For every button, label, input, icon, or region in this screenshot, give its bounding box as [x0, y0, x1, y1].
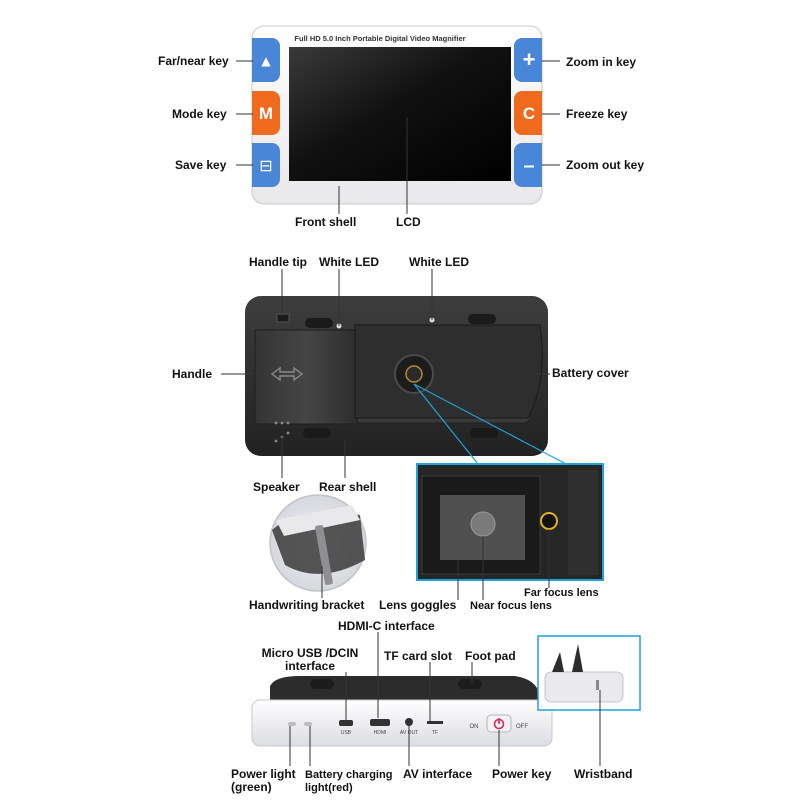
micro-usb-port: [339, 720, 353, 726]
device-model-text: Full HD 5.0 Inch Portable Digital Video …: [294, 34, 465, 43]
foot-pad-left: [305, 318, 333, 328]
av-interface-label: AV interface: [403, 767, 473, 781]
lens-detail-inset: [416, 463, 604, 581]
side-shell: [251, 699, 553, 747]
foot-pad-left-side: [310, 679, 334, 689]
zoom-out-key-glyph: –: [523, 155, 534, 177]
lcd-label: LCD: [396, 215, 421, 229]
zoom-in-key-glyph: +: [523, 47, 536, 72]
foot-pad-bottom-right: [470, 428, 498, 438]
off-label: OFF: [516, 724, 528, 730]
freeze-key: [514, 91, 542, 135]
battery-cover-label: Battery cover: [552, 366, 629, 380]
lcd-screen: [289, 47, 511, 181]
white-led-label-1: White LED: [319, 255, 379, 269]
handle-tip-label: Handle tip: [249, 255, 308, 269]
rear-shell-label: Rear shell: [319, 480, 377, 494]
near-focus-lens-label: Near focus lens: [470, 600, 552, 612]
far-focus-lens-label: Far focus lens: [524, 587, 599, 599]
side-device: USB HDMI AV OUT TF ON OFF: [251, 676, 553, 747]
power-key-label: Power key: [492, 767, 552, 781]
battery-charging-light-label-line1: Battery charging: [305, 769, 393, 781]
speaker-label: Speaker: [253, 480, 300, 494]
wristband-label: Wristband: [574, 767, 633, 781]
far-near-key-label: Far/near key: [158, 54, 229, 68]
power-light-label-line2: (green): [231, 780, 272, 794]
foot-pad-right: [468, 314, 496, 324]
speaker-icon: [274, 421, 290, 443]
tf-port-label: TF: [432, 730, 438, 736]
save-key: [252, 143, 280, 187]
power-light-label-line1: Power light: [231, 767, 296, 781]
av-port: [405, 718, 413, 726]
side-rear-body: [270, 676, 540, 700]
power-light: [288, 722, 296, 726]
handwriting-bracket: [315, 525, 333, 585]
battery-charging-light-label-line2: light(red): [305, 782, 353, 794]
zoom-connector: [413, 383, 567, 465]
front-device: ▲ M ⊟ + C – Full HD 5.0 Inch Portable Di…: [251, 25, 543, 205]
save-key-label: Save key: [175, 158, 227, 172]
freeze-key-label: Freeze key: [566, 107, 628, 121]
zoom-in-key: [514, 38, 542, 82]
handle-label: Handle: [172, 367, 213, 381]
micro-usb-dcin-label-line1: Micro USB /DCIN: [261, 646, 359, 660]
power-light-label: Power light (green): [231, 768, 296, 794]
tf-card-slot-label: TF card slot: [384, 649, 453, 663]
handle: [254, 329, 358, 425]
mode-key-label: Mode key: [172, 107, 227, 121]
wristband-loop: [596, 680, 599, 690]
mode-key: [252, 91, 280, 135]
handle-tip: [276, 313, 290, 323]
side-leader-lines: [289, 632, 601, 766]
far-near-key-glyph: ▲: [261, 54, 271, 68]
hdmi-port-label: HDMI: [374, 730, 387, 736]
rear-leader-lines: [221, 269, 550, 478]
on-label: ON: [470, 724, 479, 730]
white-led-label-2: White LED: [409, 255, 469, 269]
mode-key-glyph: M: [259, 104, 273, 123]
zoom-out-key: [514, 143, 542, 187]
wristband-detail: [537, 635, 641, 711]
zoom-in-key-label: Zoom in key: [566, 55, 637, 69]
far-focus-lens: [540, 512, 558, 530]
foot-pad-bottom-left: [303, 428, 331, 438]
rear-device: [245, 296, 548, 456]
front-leader-lines: [236, 60, 560, 214]
battery-charging-light: [304, 722, 312, 726]
usb-port-label: USB: [341, 730, 352, 736]
hdmi-c-interface-label: HDMI-C interface: [338, 619, 435, 633]
save-key-glyph: ⊟: [259, 156, 272, 175]
battery-charging-light-label: Battery charging light(red): [305, 769, 392, 795]
hdmi-port: [370, 719, 390, 726]
micro-usb-dcin-label: Micro USB /DCIN interface: [256, 647, 364, 673]
camera-lens-ring: [405, 365, 423, 383]
tf-card-slot: [427, 721, 443, 724]
handle-body: [354, 324, 543, 419]
handwriting-bracket-detail: [269, 494, 367, 592]
lens-goggles-label: Lens goggles: [379, 598, 457, 612]
slide-arrow-icon: [270, 366, 304, 382]
front-shell-label: Front shell: [295, 215, 357, 229]
micro-usb-dcin-label-line2: interface: [284, 659, 336, 673]
foot-pad-label: Foot pad: [465, 649, 516, 663]
near-focus-lens: [470, 511, 496, 537]
foot-pad-right-side: [458, 679, 482, 689]
handwriting-bracket-label: Handwriting bracket: [249, 598, 365, 612]
zoom-out-key-label: Zoom out key: [566, 158, 645, 172]
freeze-key-glyph: C: [523, 104, 535, 123]
far-near-key: [252, 38, 280, 82]
inset-leader-lines: [457, 529, 550, 600]
